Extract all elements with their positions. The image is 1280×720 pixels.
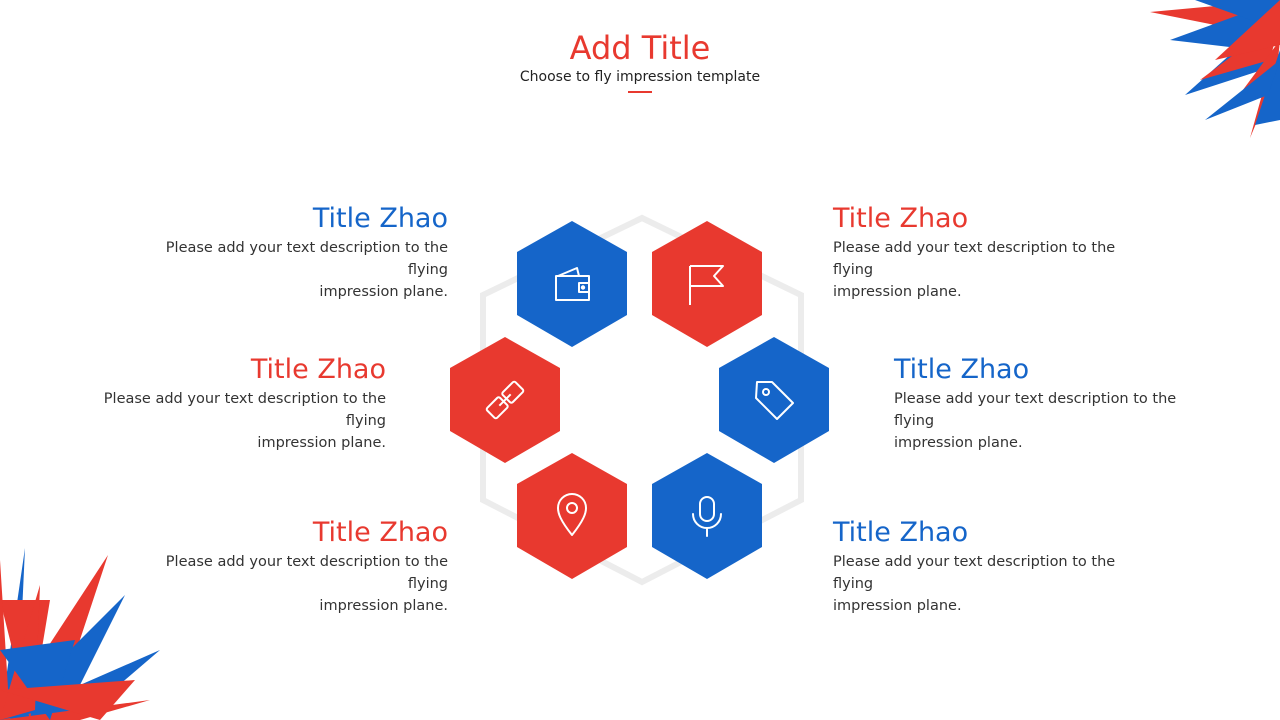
item-description: Please add your text description to the … — [833, 240, 1116, 300]
item-middle-left: Title Zhao Please add your text descript… — [66, 354, 386, 454]
item-description: Please add your text description to the … — [894, 391, 1177, 451]
item-title: Title Zhao — [833, 517, 969, 548]
page-subtitle: Choose to fly impression template — [519, 69, 761, 85]
title-underline — [628, 91, 652, 93]
tag-icon — [755, 381, 794, 420]
item-title: Title Zhao — [312, 203, 448, 234]
item-description: Please add your text description to the … — [833, 554, 1116, 614]
background-hexagon-ring — [480, 214, 804, 586]
microphone-icon — [692, 496, 722, 537]
item-top-left: Title Zhao Please add your text descript… — [128, 203, 448, 303]
wallet-icon — [555, 267, 590, 301]
item-middle-right: Title Zhao Please add your text descript… — [894, 354, 1214, 454]
flag-icon — [689, 265, 724, 305]
item-description: Please add your text description to the … — [103, 391, 386, 451]
page-title: Add Title — [569, 29, 711, 67]
hexagon-wallet — [517, 221, 627, 347]
item-description: Please add your text description to the … — [165, 554, 448, 614]
item-top-right: Title Zhao Please add your text descript… — [833, 203, 1153, 303]
top-right-splash — [1150, 0, 1280, 138]
item-bottom-left: Title Zhao Please add your text descript… — [128, 517, 448, 617]
hexagon-location — [517, 453, 627, 579]
bottom-left-splash — [0, 548, 160, 720]
item-title: Title Zhao — [833, 203, 969, 234]
item-title: Title Zhao — [894, 354, 1030, 385]
location-pin-icon — [557, 493, 587, 536]
hexagon-flag — [652, 221, 762, 347]
hexagon-microphone — [652, 453, 762, 579]
link-icon — [485, 380, 525, 420]
hexagon-tag — [719, 337, 829, 463]
item-title: Title Zhao — [312, 517, 448, 548]
item-title: Title Zhao — [250, 354, 386, 385]
item-description: Please add your text description to the … — [165, 240, 448, 300]
item-bottom-right: Title Zhao Please add your text descript… — [833, 517, 1153, 617]
